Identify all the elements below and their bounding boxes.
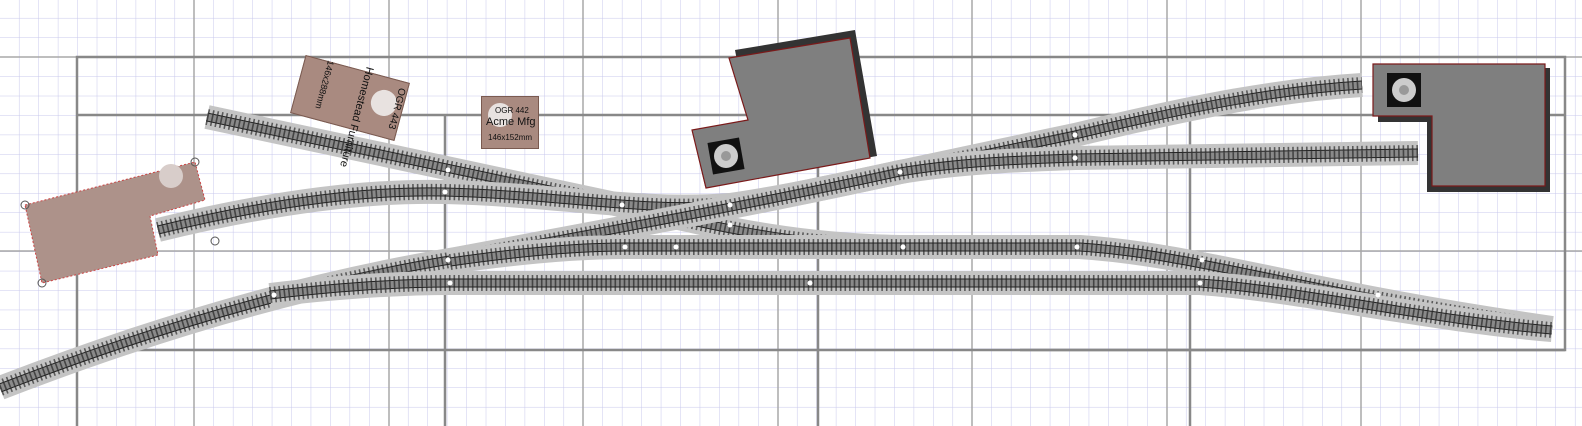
- track-joint[interactable]: [673, 244, 679, 250]
- track-joint[interactable]: [1375, 292, 1381, 298]
- track-joint[interactable]: [1072, 155, 1078, 161]
- track-joint[interactable]: [897, 169, 903, 175]
- track-4-inner: [269, 279, 1553, 334]
- building-acme-mfg[interactable]: OGR 442 Acme Mfg 146x152mm: [481, 96, 539, 149]
- building-code: OGR 442: [495, 106, 529, 115]
- track-3-inner2: [0, 149, 1419, 392]
- track-joint[interactable]: [1074, 244, 1080, 250]
- building-name: Acme Mfg: [486, 116, 536, 128]
- track-joint[interactable]: [442, 189, 448, 195]
- track-joint[interactable]: [619, 202, 625, 208]
- track-group[interactable]: [0, 73, 1554, 400]
- track-joint[interactable]: [447, 280, 453, 286]
- building-size: 146x152mm: [488, 133, 533, 142]
- building-size: 146x288mm: [313, 59, 336, 110]
- track-joint[interactable]: [900, 244, 906, 250]
- track-joint[interactable]: [445, 257, 451, 263]
- track-5-inner: [449, 243, 1080, 266]
- track-joint[interactable]: [1199, 257, 1205, 263]
- track-joint[interactable]: [622, 244, 628, 250]
- track-joint[interactable]: [271, 292, 277, 298]
- track-joint[interactable]: [807, 280, 813, 286]
- track-joint[interactable]: [445, 167, 451, 173]
- building-left-platform[interactable]: [691, 30, 877, 189]
- track-joint[interactable]: [727, 222, 733, 228]
- left-structure[interactable]: [20, 157, 220, 288]
- track-joint[interactable]: [1072, 132, 1078, 138]
- track-joint[interactable]: [727, 202, 733, 208]
- track-joint[interactable]: [1197, 280, 1203, 286]
- building-right-platform[interactable]: [1372, 63, 1550, 192]
